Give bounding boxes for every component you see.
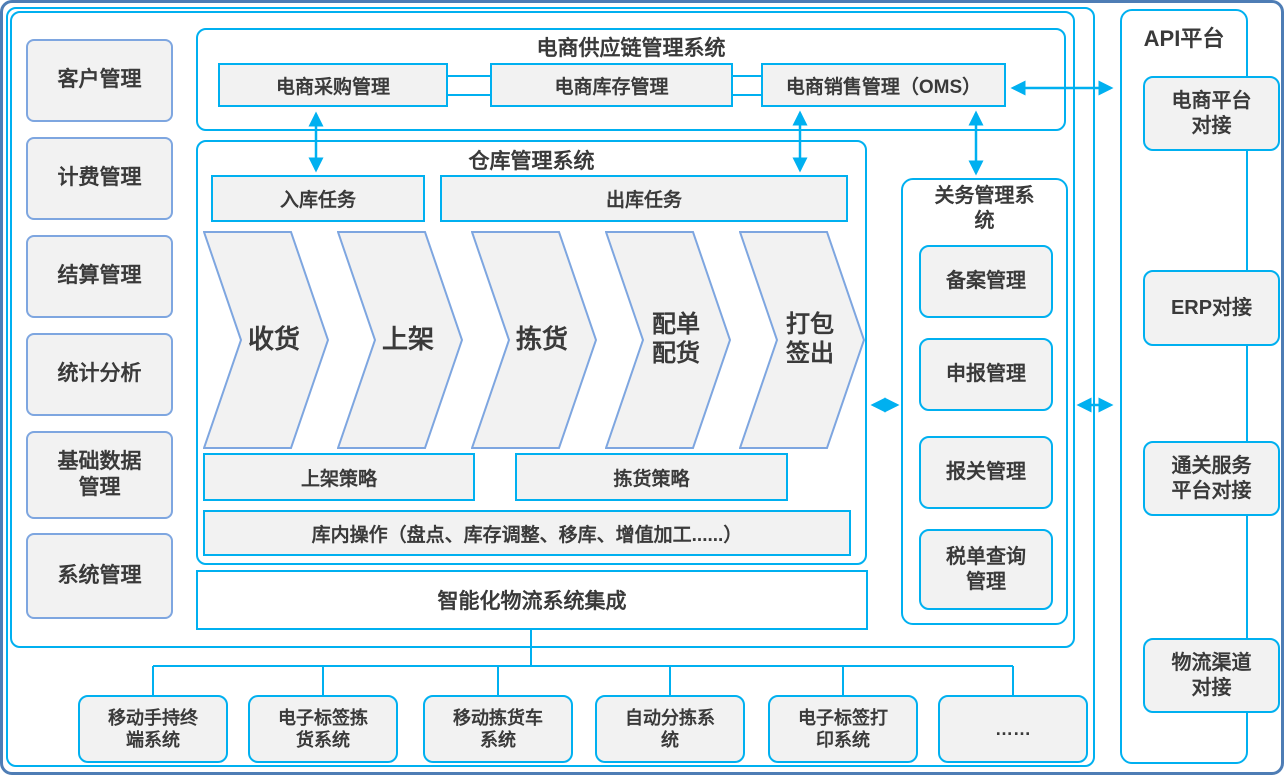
- sidebar-item-statistics: 统计分析: [26, 333, 173, 416]
- sidebar-item-customer: 客户管理: [26, 39, 173, 122]
- chevron-label: 收货: [247, 324, 300, 355]
- inventory-mgmt-box: 电商库存管理: [490, 63, 733, 107]
- chevron-shape: [605, 231, 731, 449]
- connector-inventory-oms: [733, 75, 761, 96]
- chevron-shape: [471, 231, 597, 449]
- chevron-receiving: 收货: [203, 231, 329, 449]
- connector-purchase-inventory: [448, 75, 490, 96]
- api-logistics-box: 物流渠道 对接: [1143, 638, 1280, 713]
- supply-chain-title: 电商供应链管理系统: [536, 37, 726, 60]
- chevron-shape: [203, 231, 329, 449]
- device-label-picking-box: 电子标签拣 货系统: [248, 695, 398, 763]
- warehouse-operations-box: 库内操作（盘点、库存调整、移库、增值加工......）: [203, 510, 851, 556]
- api-erp-box: ERP对接: [1143, 270, 1280, 346]
- chevron-order-assembly: 配单 配货: [605, 231, 731, 449]
- chevron-shape: [337, 231, 463, 449]
- device-handheld-box: 移动手持终 端系统: [78, 695, 228, 763]
- api-platform-title: API平台: [1143, 26, 1225, 51]
- chevron-putaway: 上架: [337, 231, 463, 449]
- sidebar-item-basicdata: 基础数据 管理: [26, 431, 173, 519]
- chevron-picking: 拣货: [471, 231, 597, 449]
- chevron-label: 拣货: [515, 324, 568, 355]
- device-label-printing-box: 电子标签打 印系统: [768, 695, 918, 763]
- outbound-task-box: 出库任务: [440, 175, 848, 222]
- chevron-shape: [739, 231, 865, 449]
- device-picking-cart-box: 移动拣货车 系统: [423, 695, 573, 763]
- sidebar-item-billing: 计费管理: [26, 137, 173, 220]
- sidebar-item-settlement: 结算管理: [26, 235, 173, 318]
- putaway-strategy-box: 上架策略: [203, 453, 475, 501]
- purchase-mgmt-box: 电商采购管理: [218, 63, 448, 107]
- api-clearance-box: 通关服务 平台对接: [1143, 441, 1280, 516]
- device-more-box: ……: [938, 695, 1088, 763]
- wms-title: 仓库管理系统: [468, 150, 595, 173]
- chevron-label: 上架: [381, 324, 434, 355]
- customs-title: 关务管理系 统: [934, 185, 1035, 232]
- chevron-label: 打包 签出: [786, 311, 834, 367]
- picking-strategy-box: 拣货策略: [515, 453, 788, 501]
- chevron-label: 配单 配货: [652, 311, 700, 367]
- outer-container: [6, 7, 1095, 767]
- api-ecommerce-box: 电商平台 对接: [1143, 76, 1280, 151]
- oms-box: 电商销售管理（OMS）: [761, 63, 1006, 107]
- chevron-pack-checkout: 打包 签出: [739, 231, 865, 449]
- inbound-task-box: 入库任务: [211, 175, 425, 222]
- customs-tax-query-box: 税单查询 管理: [919, 529, 1053, 610]
- main-container: [10, 11, 1075, 648]
- customs-declaration-box: 申报管理: [919, 338, 1053, 411]
- customs-clearance-box: 报关管理: [919, 436, 1053, 509]
- logistics-integration-box: 智能化物流系统集成: [196, 570, 868, 630]
- sidebar-item-system: 系统管理: [26, 533, 173, 619]
- device-auto-sorting-box: 自动分拣系 统: [595, 695, 745, 763]
- customs-record-box: 备案管理: [919, 245, 1053, 318]
